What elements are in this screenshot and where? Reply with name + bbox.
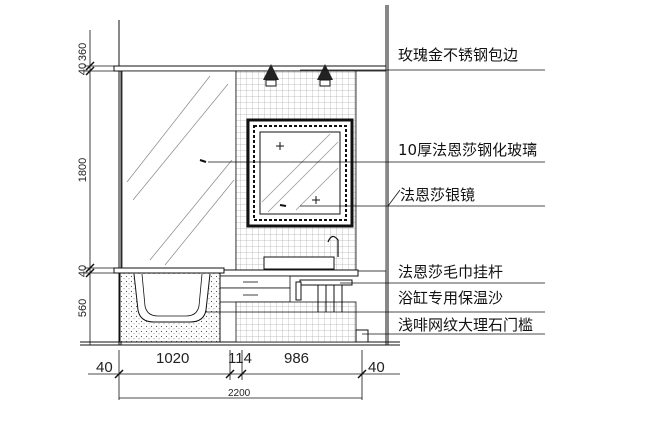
leader-lines: [205, 69, 545, 335]
bathtub: [113, 267, 225, 343]
horizontal-dimension: [88, 350, 400, 400]
vanity-top: [215, 269, 359, 277]
dim-40-mid: 40: [77, 265, 89, 277]
label-rose-gold-trim: 玫瑰金不锈钢包边: [398, 46, 518, 64]
side-panel: [355, 70, 387, 272]
dim-1800: 1800: [77, 158, 89, 182]
basin: [263, 235, 339, 270]
dim-40-top: 40: [77, 63, 89, 75]
label-silver-mirror: 法恩莎银镜: [400, 186, 475, 204]
label-towel-bar: 法恩莎毛巾挂杆: [398, 263, 503, 281]
dim-986: 986: [284, 350, 309, 367]
dim-360: 360: [77, 43, 89, 61]
wall-lamp-left: [263, 64, 279, 87]
label-marble-threshold: 浅啡网纹大理石门槛: [398, 316, 533, 334]
dim-114: 114: [228, 350, 252, 367]
label-tempered-glass: 10厚法恩莎钢化玻璃: [398, 141, 537, 159]
towel-bar: [295, 279, 353, 312]
vertical-dimension: [84, 30, 122, 345]
dim-560: 560: [77, 299, 89, 317]
lower-tile-wall: [235, 301, 357, 343]
dim-total: 2200: [228, 388, 251, 399]
label-bathtub-insulation: 浴缸专用保温沙: [398, 289, 503, 307]
marble-threshold: [355, 329, 369, 343]
ornate-mirror: [246, 118, 354, 228]
vanity-drawers: [219, 275, 291, 303]
dim-40-left: 40: [96, 359, 113, 376]
glass-partition: [121, 70, 237, 271]
dim-1020: 1020: [156, 350, 189, 367]
wall-lamp-right: [317, 64, 333, 87]
dim-40-right: 40: [368, 359, 385, 376]
